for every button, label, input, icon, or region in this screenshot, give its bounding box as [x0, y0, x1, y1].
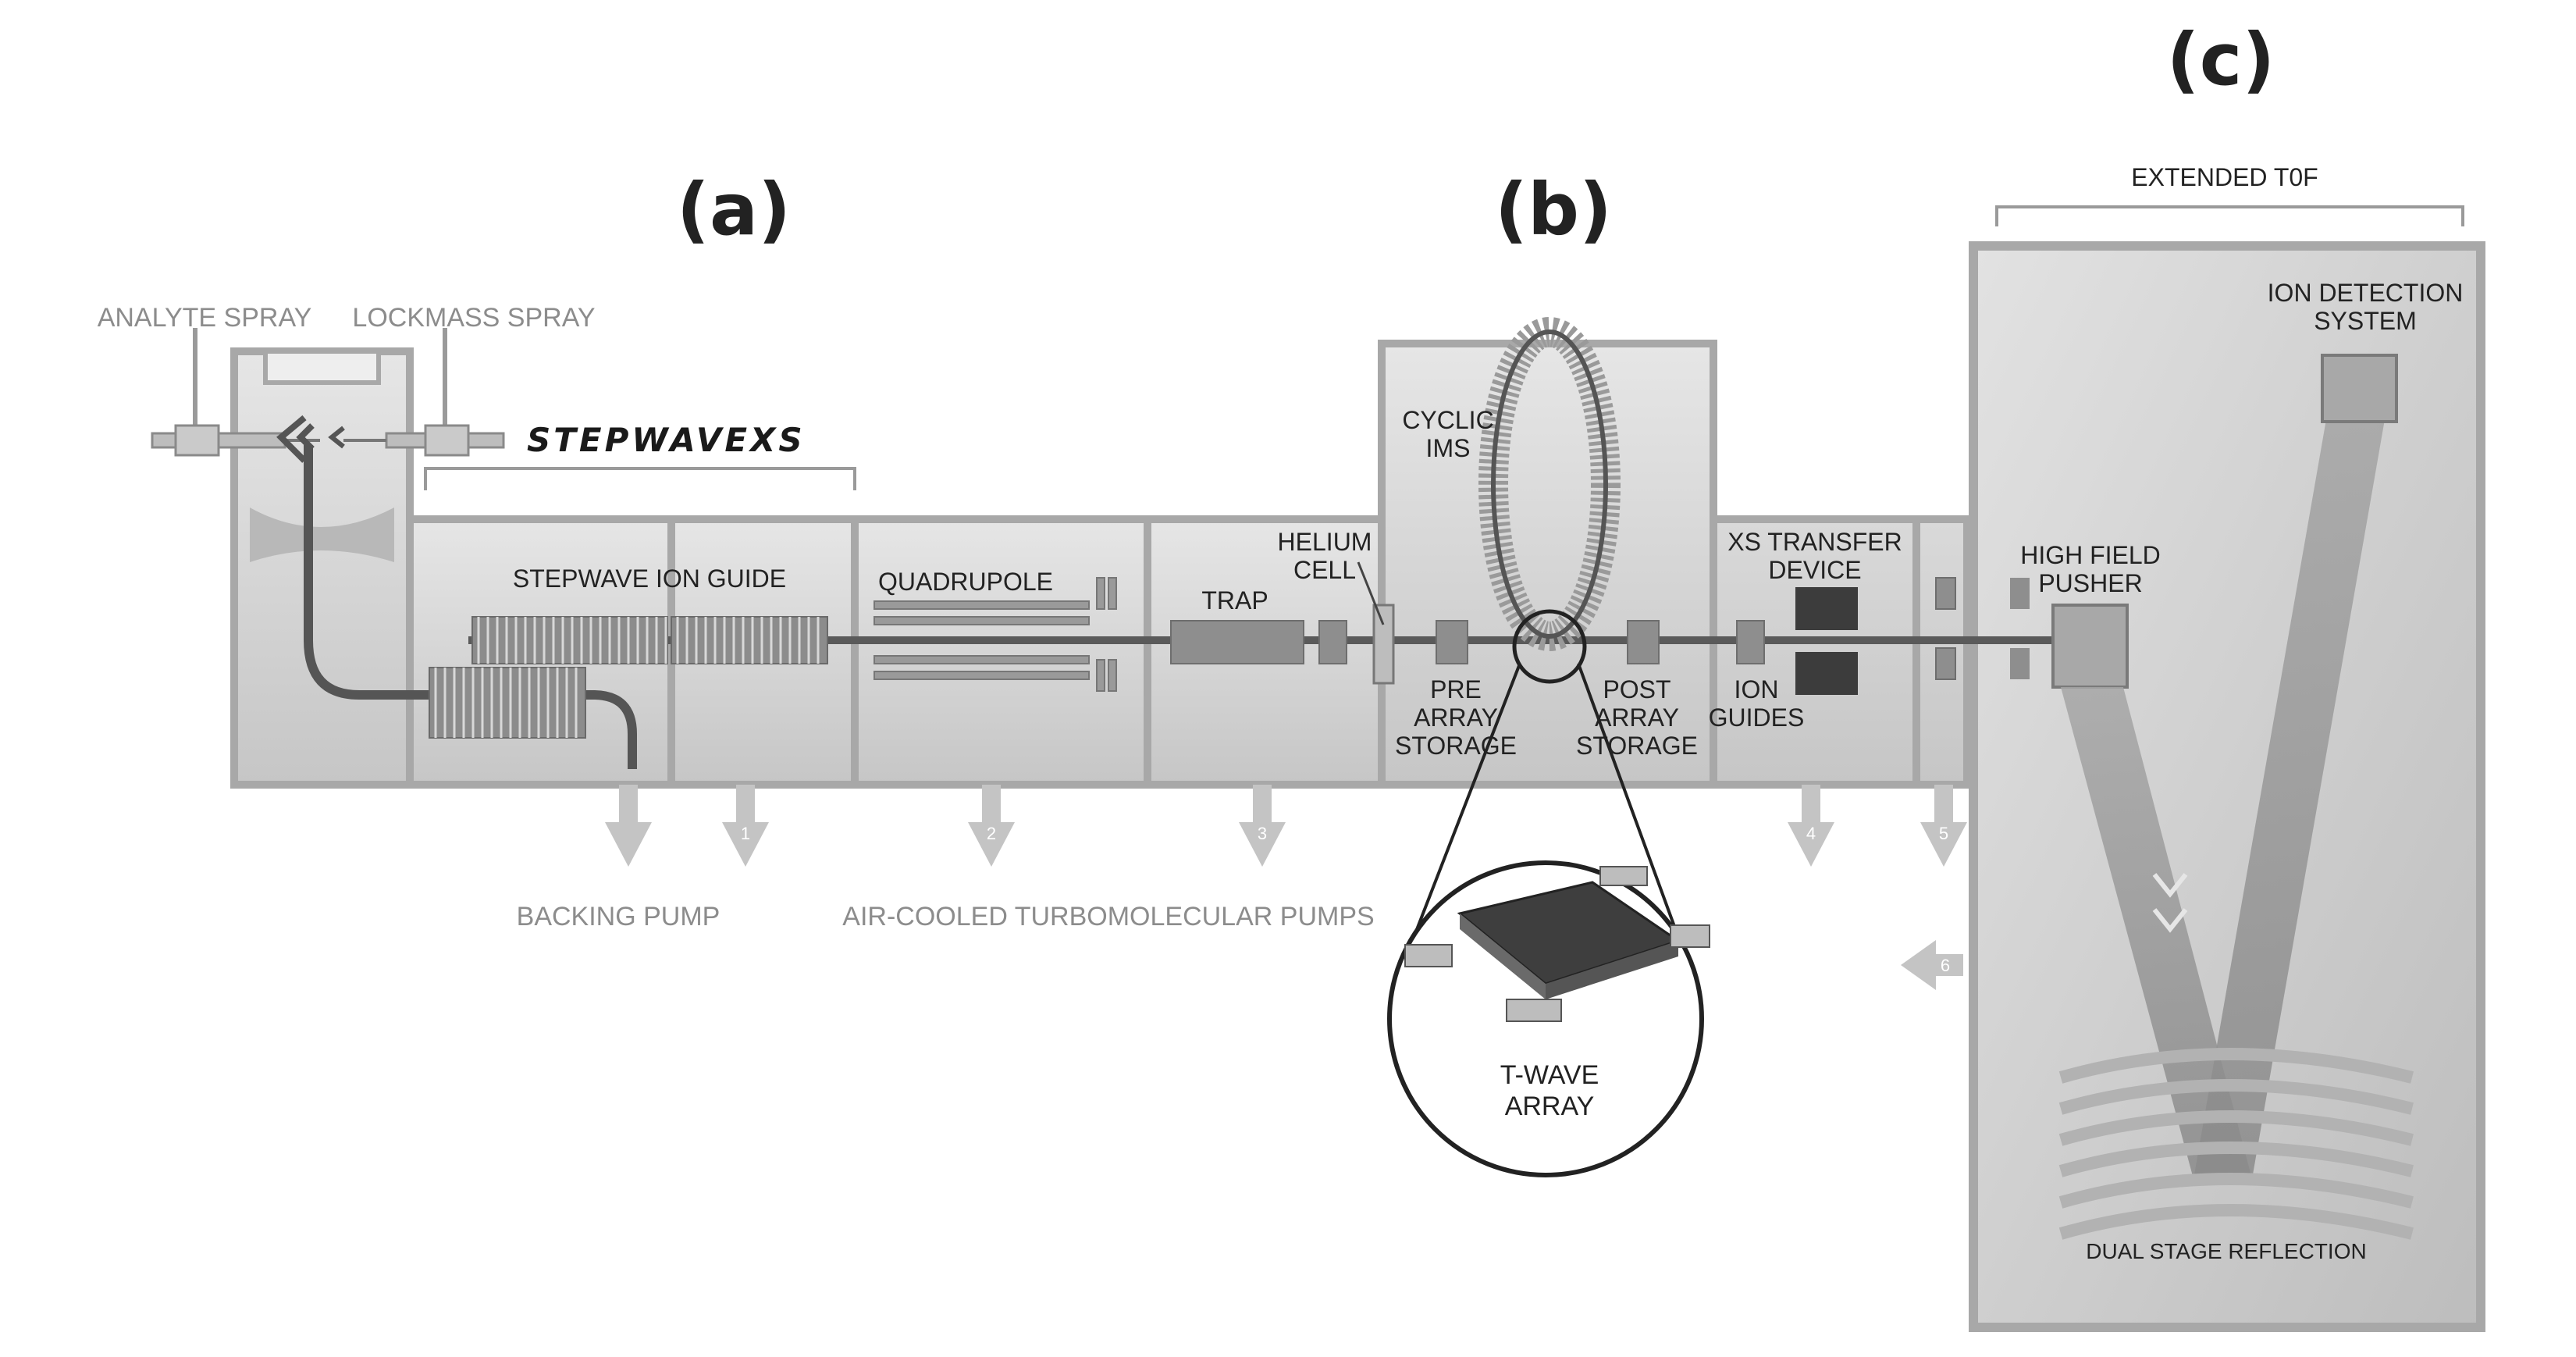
t-wave-array-label: T-WAVE ARRAY — [1500, 1060, 1599, 1121]
analyte-spray-probe — [151, 328, 320, 457]
stepwave-ion-guide-label: STEPWAVE ION GUIDE — [513, 565, 786, 593]
xs-transfer-device — [1795, 587, 1858, 695]
post-array-storage — [1627, 620, 1660, 664]
quadrupole-label: QUADRUPOLE — [878, 568, 1053, 596]
pump-number: 1 — [741, 824, 750, 843]
svg-text:ARRAY: ARRAY — [1414, 703, 1498, 732]
high-field-pusher-label: HIGH FIELD PUSHER — [2020, 541, 2161, 597]
svg-text:ION: ION — [1735, 675, 1779, 703]
backing-pump-label: BACKING PUMP — [517, 902, 720, 931]
svg-text:XS TRANSFER: XS TRANSFER — [1727, 528, 1902, 556]
quadrupole-rods — [873, 577, 1117, 692]
pump-number: 6 — [1941, 956, 1950, 975]
svg-text:SYSTEM: SYSTEM — [2314, 307, 2417, 335]
lockmass-spray-label: LOCKMASS SPRAY — [352, 303, 595, 333]
trap-label: TRAP — [1201, 586, 1268, 614]
pre-array-storage-label: PRE ARRAY STORAGE — [1395, 675, 1517, 760]
extended-tof-bracket — [1995, 205, 2464, 226]
t-wave-array-chip — [1404, 866, 1710, 1022]
dual-stage-reflection-label: DUAL STAGE REFLECTION — [2086, 1239, 2366, 1263]
svg-text:STORAGE: STORAGE — [1395, 732, 1517, 760]
ion-beam-path — [304, 445, 637, 769]
svg-text:IMS: IMS — [1426, 434, 1471, 462]
turbo-pump-arrow-1: 1 — [722, 785, 769, 867]
turbo-pump-arrow-5: 5 — [1920, 785, 1967, 867]
cyclic-ims-ring — [1478, 317, 1621, 651]
ion-detection-system-label: ION DETECTION SYSTEM — [2268, 279, 2464, 335]
helium-cell-label: HELIUM CELL — [1278, 528, 1372, 584]
turbo-pump-arrow-2: 2 — [968, 785, 1015, 867]
stepwave-bracket — [424, 467, 856, 490]
analyte-spray-label: ANALYTE SPRAY — [98, 303, 312, 333]
ion-guides — [1736, 577, 1956, 680]
svg-text:GUIDES: GUIDES — [1709, 703, 1805, 732]
svg-text:PRE: PRE — [1430, 675, 1482, 703]
svg-text:HELIUM: HELIUM — [1278, 528, 1372, 556]
ion-guides-label: ION GUIDES — [1709, 675, 1805, 732]
svg-text:POST: POST — [1603, 675, 1670, 703]
stepwave-xs-logo: STEPWAVEXS — [527, 421, 806, 459]
svg-text:DEVICE: DEVICE — [1768, 556, 1861, 584]
panel-label-b: (b) — [1495, 168, 1612, 251]
trap-cell — [1170, 620, 1347, 664]
turbo-pump-arrow-3: 3 — [1239, 785, 1286, 867]
pump-arrows: 1 2 3 4 5 6 — [605, 785, 1967, 990]
turbo-pumps-label: AIR-COOLED TURBOMOLECULAR PUMPS — [842, 902, 1374, 931]
pump-number: 4 — [1806, 824, 1816, 843]
pre-array-storage — [1436, 620, 1468, 664]
dual-stage-reflectron — [2058, 1048, 2414, 1240]
xs-transfer-device-label: XS TRANSFER DEVICE — [1727, 528, 1902, 584]
ion-detection-system — [2321, 354, 2398, 423]
panel-label-c: (c) — [2167, 18, 2275, 102]
svg-text:ARRAY: ARRAY — [1505, 1092, 1595, 1121]
extended-tof-label: EXTENDED T0F — [2131, 163, 2318, 191]
backing-pump-arrow — [605, 785, 652, 867]
post-array-storage-label: POST ARRAY STORAGE — [1576, 675, 1698, 760]
svg-text:CELL: CELL — [1293, 556, 1356, 584]
high-field-pusher — [2010, 578, 2129, 689]
svg-text:ION DETECTION: ION DETECTION — [2268, 279, 2464, 307]
ion-source-housing — [230, 347, 414, 789]
pump-number: 3 — [1258, 824, 1267, 843]
turbo-pump-arrow-4: 4 — [1788, 785, 1834, 867]
cyclic-ims-label: CYCLIC IMS — [1402, 406, 1493, 462]
svg-text:STORAGE: STORAGE — [1576, 732, 1698, 760]
turbo-pump-arrow-6: 6 — [1901, 940, 1963, 990]
pump-number: 2 — [987, 824, 996, 843]
svg-text:HIGH FIELD: HIGH FIELD — [2020, 541, 2161, 569]
lockmass-spray-probe — [343, 328, 505, 457]
lockmass-cone-icon — [328, 426, 345, 449]
svg-text:CYCLIC: CYCLIC — [1402, 406, 1493, 434]
panel-label-a: (a) — [677, 168, 791, 251]
svg-text:PUSHER: PUSHER — [2038, 569, 2142, 597]
pump-number: 5 — [1939, 824, 1948, 843]
helium-cell — [1357, 561, 1395, 685]
svg-text:ARRAY: ARRAY — [1595, 703, 1679, 732]
svg-text:T-WAVE: T-WAVE — [1500, 1060, 1599, 1090]
